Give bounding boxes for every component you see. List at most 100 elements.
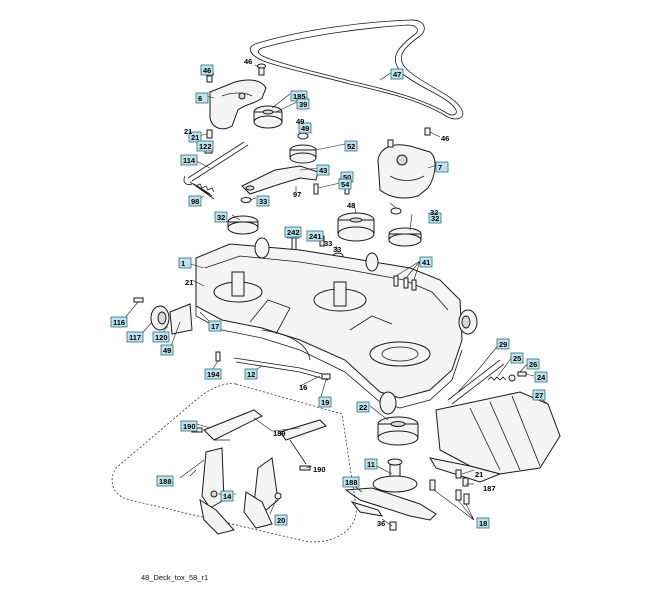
callout-box [435,161,449,173]
callout-text: 18 [479,519,487,528]
plain-label-46: 46 [244,57,252,66]
callout-text: 98 [191,197,199,206]
callout-box [180,420,198,432]
callout-97: 97 [293,190,301,199]
callout-box [532,389,546,401]
bolt-21-left [206,129,213,139]
callout-18: 18 [476,517,490,529]
callout-text: 26 [529,360,537,369]
callout-98: 98 [188,195,202,207]
callout-text: 241 [309,232,322,241]
callout-box [344,140,358,152]
callout-46: 46 [441,134,449,143]
callout-20: 20 [274,514,288,526]
plain-label-21: 21 [184,127,192,136]
callout-text: 21 [475,470,483,479]
callout-text: 22 [359,403,367,412]
callout-box [318,396,332,408]
callout-27: 27 [532,389,546,401]
callout-41: 41 [419,256,433,268]
callout-text: 116 [113,318,125,327]
callout-box [200,64,214,76]
callout-26: 26 [526,358,540,370]
drive-belt [249,19,464,120]
callout-188: 188 [156,475,174,487]
callout-6: 6 [195,92,209,104]
bolt-194 [215,351,221,362]
discharge-chute [428,359,561,483]
callout-box [338,178,352,190]
plain-label-33: 33 [324,239,332,248]
callout-box [316,164,330,176]
callout-box [526,358,540,370]
callout-labels: 4647618539492112252467114435054973398323… [110,64,548,529]
diagram-reference-label: 48_Deck_tox_58_r1 [141,573,209,582]
callout-box [510,352,524,364]
callout-text: 11 [367,460,375,469]
callout-box [244,368,258,380]
callout-text: 39 [299,100,307,109]
pulley-32-left [227,197,259,235]
callout-box [152,331,170,343]
callout-box [188,131,202,143]
callout-box [160,344,174,356]
callout-box [180,154,198,166]
plain-label-49: 49 [296,117,304,126]
callout-text: 46 [441,134,449,143]
pulley-52 [289,144,317,164]
callout-text: 24 [537,373,546,382]
callout-114: 114 [180,154,198,166]
callout-text: 97 [293,190,301,199]
bolt-116 [133,297,144,303]
callout-text: 190 [313,465,326,474]
plain-label-32: 32 [430,208,438,217]
gauge-wheel-right [458,309,478,335]
callout-text: 122 [199,142,212,151]
callout-text: 21 [191,133,199,142]
callout-194: 194 [204,368,222,380]
gauge-wheel-left-top [254,237,270,259]
callout-11: 11 [364,458,378,470]
callout-text: 16 [299,383,307,392]
callout-box [306,230,324,242]
callout-box [428,212,442,224]
callout-22: 22 [356,401,370,413]
callout-text: 6 [198,94,202,103]
callout-24: 24 [534,371,548,383]
callout-text: 32 [217,213,225,222]
pulley-48-center [337,212,375,242]
callout-54: 54 [338,178,352,190]
callout-box [342,476,360,488]
callout-text: 19 [321,398,329,407]
callout-text: 12 [247,370,255,379]
callout-17: 17 [208,320,222,332]
spring-25 [487,376,507,381]
callout-25: 25 [510,352,524,364]
callout-16: 16 [299,383,307,392]
bolt-46-top [257,63,266,76]
callout-text: 48 [347,201,355,210]
callout-box [364,458,378,470]
callout-box [419,256,433,268]
callout-46: 46 [200,64,214,76]
callout-box [356,401,370,413]
callout-box [256,195,270,207]
callout-box [188,195,202,207]
callout-box [220,490,234,502]
callout-box [476,517,490,529]
wheel-lower [379,391,397,415]
callout-text: 36 [377,519,385,528]
callout-box [208,320,222,332]
callout-box [204,368,222,380]
bolts-46-right [387,127,431,148]
callout-text: 20 [277,516,285,525]
callout-text: 54 [341,180,350,189]
callout-box [178,257,192,269]
lift-link [233,329,331,381]
callout-text: 17 [211,322,219,331]
callout-19: 19 [318,396,332,408]
callout-text: 185 [293,92,306,101]
callout-text: 117 [129,333,141,342]
callout-21: 21 [185,278,193,287]
